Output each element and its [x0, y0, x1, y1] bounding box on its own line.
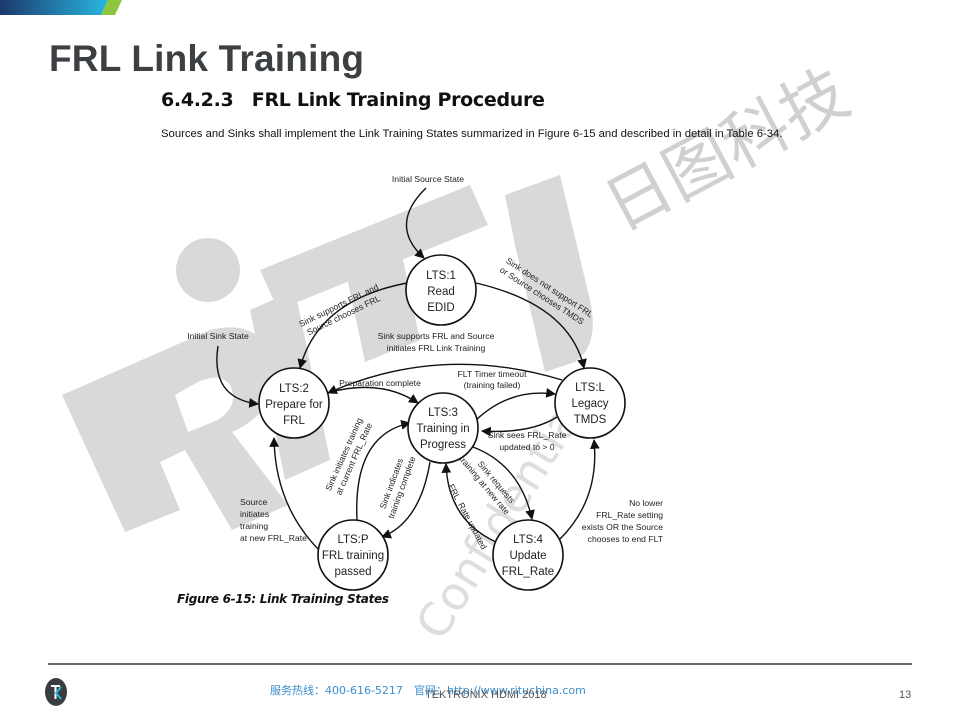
label-initial-sink: Initial Sink State: [187, 331, 249, 341]
section-title: FRL Link Training Procedure: [251, 89, 545, 111]
slide-title: FRL Link Training: [49, 38, 365, 79]
state-lts4-line3: FRL_Rate: [502, 566, 554, 578]
tektronix-logo-icon: [45, 678, 67, 706]
label-ltsp-lts2-line2: initiates: [240, 509, 269, 519]
footer-divider: [48, 663, 912, 665]
section-body-text: Sources and Sinks shall implement the Li…: [161, 128, 783, 140]
state-ltsl: [554, 367, 626, 439]
arrow-initial-source: [405, 187, 427, 259]
label-lts4-lts3: FRL_Rate updated: [446, 482, 489, 551]
arrow-ltsl-lts2: [327, 363, 563, 394]
state-lts1: [405, 254, 477, 326]
label-ltsp-lts2-line4: at new FRL_Rate: [240, 533, 307, 543]
arrow-lts1-ltsl: [475, 282, 587, 369]
arrow-ltsp-lts3: [356, 420, 411, 521]
page-number: 13: [899, 689, 912, 701]
top-brand-bar: [0, 0, 122, 15]
state-ltsl-line1: LTS:L: [575, 382, 605, 394]
state-lts4: [492, 519, 564, 591]
label-lts4-ltsl-line1: No lower: [629, 498, 663, 508]
state-lts1-line1: LTS:1: [426, 270, 456, 282]
arrow-lts3-ltsl: [475, 387, 556, 421]
label-lts4-ltsl-line2: FRL_Rate setting: [596, 510, 663, 520]
state-lts4-line2: Update: [509, 550, 546, 562]
state-lts3: [407, 392, 479, 464]
state-ltsp-line2: FRL training: [322, 550, 384, 562]
label-ltsl-lts3-line2: updated to > 0: [499, 442, 554, 452]
label-ltsp-lts2-line3: training: [240, 521, 268, 531]
state-ltsp-line1: LTS:P: [337, 534, 368, 546]
label-ltsp-lts2-line1: Source: [240, 497, 267, 507]
state-lts2-line1: LTS:2: [279, 383, 309, 395]
state-lts3-line2: Training in: [416, 423, 469, 435]
footer-hotline: 服务热线：400-616-5217: [270, 684, 403, 697]
arrow-lts4-ltsl: [558, 439, 600, 541]
arrow-lts3-lts4: [472, 446, 535, 520]
label-ltsl-lts3-line1: Sink sees FRL_Rate: [488, 430, 567, 440]
state-lts2-line2: Prepare for: [265, 399, 323, 411]
state-lts2: [258, 367, 330, 439]
arrow-ltsp-lts2: [269, 437, 320, 551]
footer-website-link[interactable]: 官网：http://www.rituchina.com: [414, 684, 586, 697]
state-lts3-line3: Progress: [420, 439, 466, 451]
section-heading: 6.4.2.3 FRL Link Training Procedure: [161, 89, 545, 111]
label-lts2-lts3: Preparation complete: [339, 378, 421, 388]
arrow-lts1-lts2: [297, 282, 408, 369]
label-lts4-ltsl-line3: exists OR the Source: [582, 522, 663, 532]
section-number: 6.4.2.3: [161, 89, 234, 111]
state-ltsp: [317, 519, 389, 591]
label-ltsl-lts2-line1: Sink supports FRL and Source: [378, 331, 495, 341]
label-lts1-ltsl-line1: Sink does not support FRL: [504, 256, 595, 320]
arrow-initial-sink: [216, 345, 259, 408]
arrow-lts2-lts3: [326, 386, 419, 404]
state-ltsl-line3: TMDS: [574, 414, 607, 426]
figure-caption: Figure 6-15: Link Training States: [177, 592, 389, 606]
arrow-ltsl-lts3: [481, 416, 558, 437]
state-lts4-line1: LTS:4: [513, 534, 543, 546]
state-lts3-line1: LTS:3: [428, 407, 458, 419]
state-lts1-line2: Read: [427, 286, 455, 298]
footer-center-text: TEKTRONIX HDMI 2018: [425, 689, 547, 701]
label-initial-source: Initial Source State: [392, 174, 464, 184]
label-lts4-ltsl-line4: chooses to end FLT: [588, 534, 664, 544]
arrow-lts4-lts3: [441, 463, 497, 543]
label-lts3-ltsl-line1: FLT Timer timeout: [458, 369, 528, 379]
state-ltsp-line3: passed: [334, 566, 371, 578]
state-lts1-line3: EDID: [427, 302, 454, 314]
arrow-lts3-ltsp: [381, 461, 431, 539]
state-lts2-line3: FRL: [283, 415, 305, 427]
label-lts3-ltsl-line2: (training failed): [464, 380, 521, 390]
state-ltsl-line2: Legacy: [571, 398, 608, 410]
label-ltsl-lts2-line2: initiates FRL Link Training: [387, 343, 486, 353]
